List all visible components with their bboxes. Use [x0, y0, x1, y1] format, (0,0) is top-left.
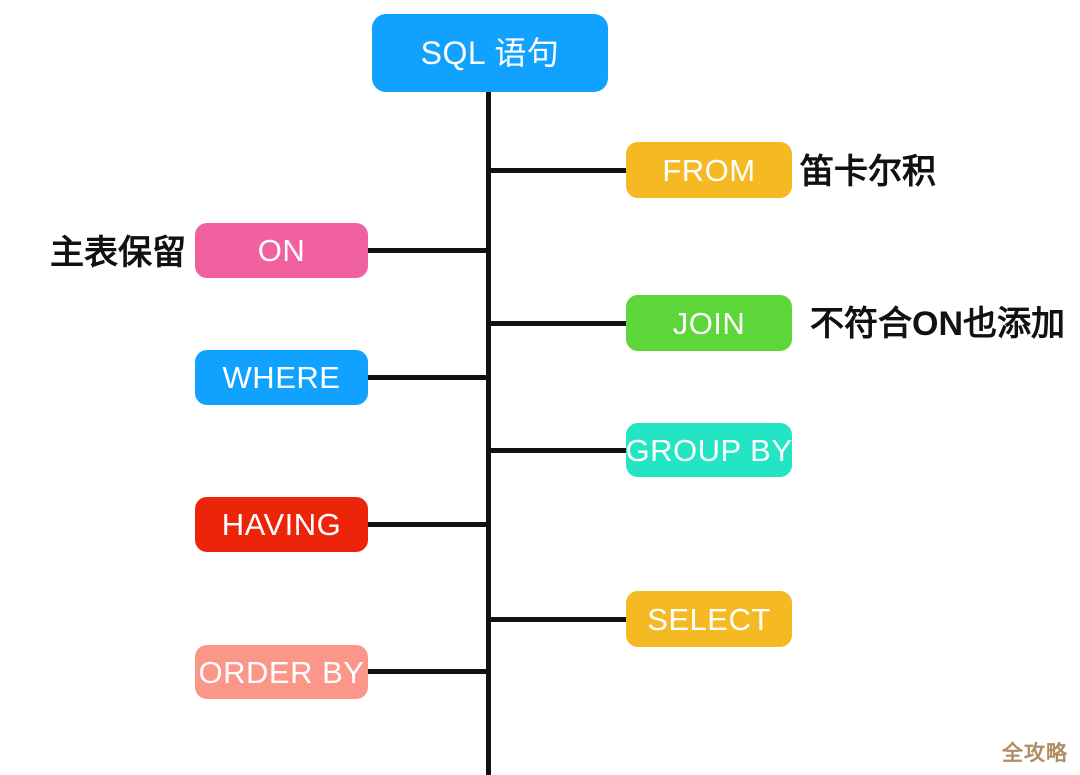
node-join[interactable]: JOIN: [626, 295, 792, 351]
node-group-by[interactable]: GROUP BY: [625, 423, 793, 477]
watermark-label: 全攻略: [1002, 742, 1068, 765]
annotation-on: 不符合ON也添加: [810, 305, 1065, 343]
node-label: WHERE: [222, 360, 341, 395]
node-order-by[interactable]: ORDER BY: [195, 645, 368, 699]
branch-line-order-by: [368, 669, 491, 674]
node-on[interactable]: ON: [195, 223, 368, 278]
annotation-: 主表保留: [50, 234, 186, 272]
node-where[interactable]: WHERE: [195, 350, 368, 405]
node-label: ORDER BY: [198, 654, 365, 690]
node-label: HAVING: [221, 507, 342, 542]
branch-line-select: [491, 617, 626, 622]
node-label: SELECT: [647, 601, 771, 637]
branch-line-having: [368, 522, 491, 527]
node-sql-statement[interactable]: SQL 语句: [372, 14, 608, 92]
branch-line-on: [368, 248, 491, 253]
branch-line-where: [368, 375, 491, 380]
node-label: FROM: [662, 152, 756, 188]
branch-line-group-by: [491, 448, 626, 453]
node-label: GROUP BY: [625, 432, 793, 468]
node-having[interactable]: HAVING: [195, 497, 368, 552]
node-from[interactable]: FROM: [626, 142, 792, 198]
annotation-: 笛卡尔积: [800, 153, 936, 191]
trunk-line: [486, 78, 491, 775]
branch-line-join: [491, 321, 626, 326]
node-select[interactable]: SELECT: [626, 591, 792, 647]
branch-line-from: [491, 168, 626, 173]
node-label: JOIN: [672, 305, 746, 341]
node-label: ON: [257, 233, 306, 268]
